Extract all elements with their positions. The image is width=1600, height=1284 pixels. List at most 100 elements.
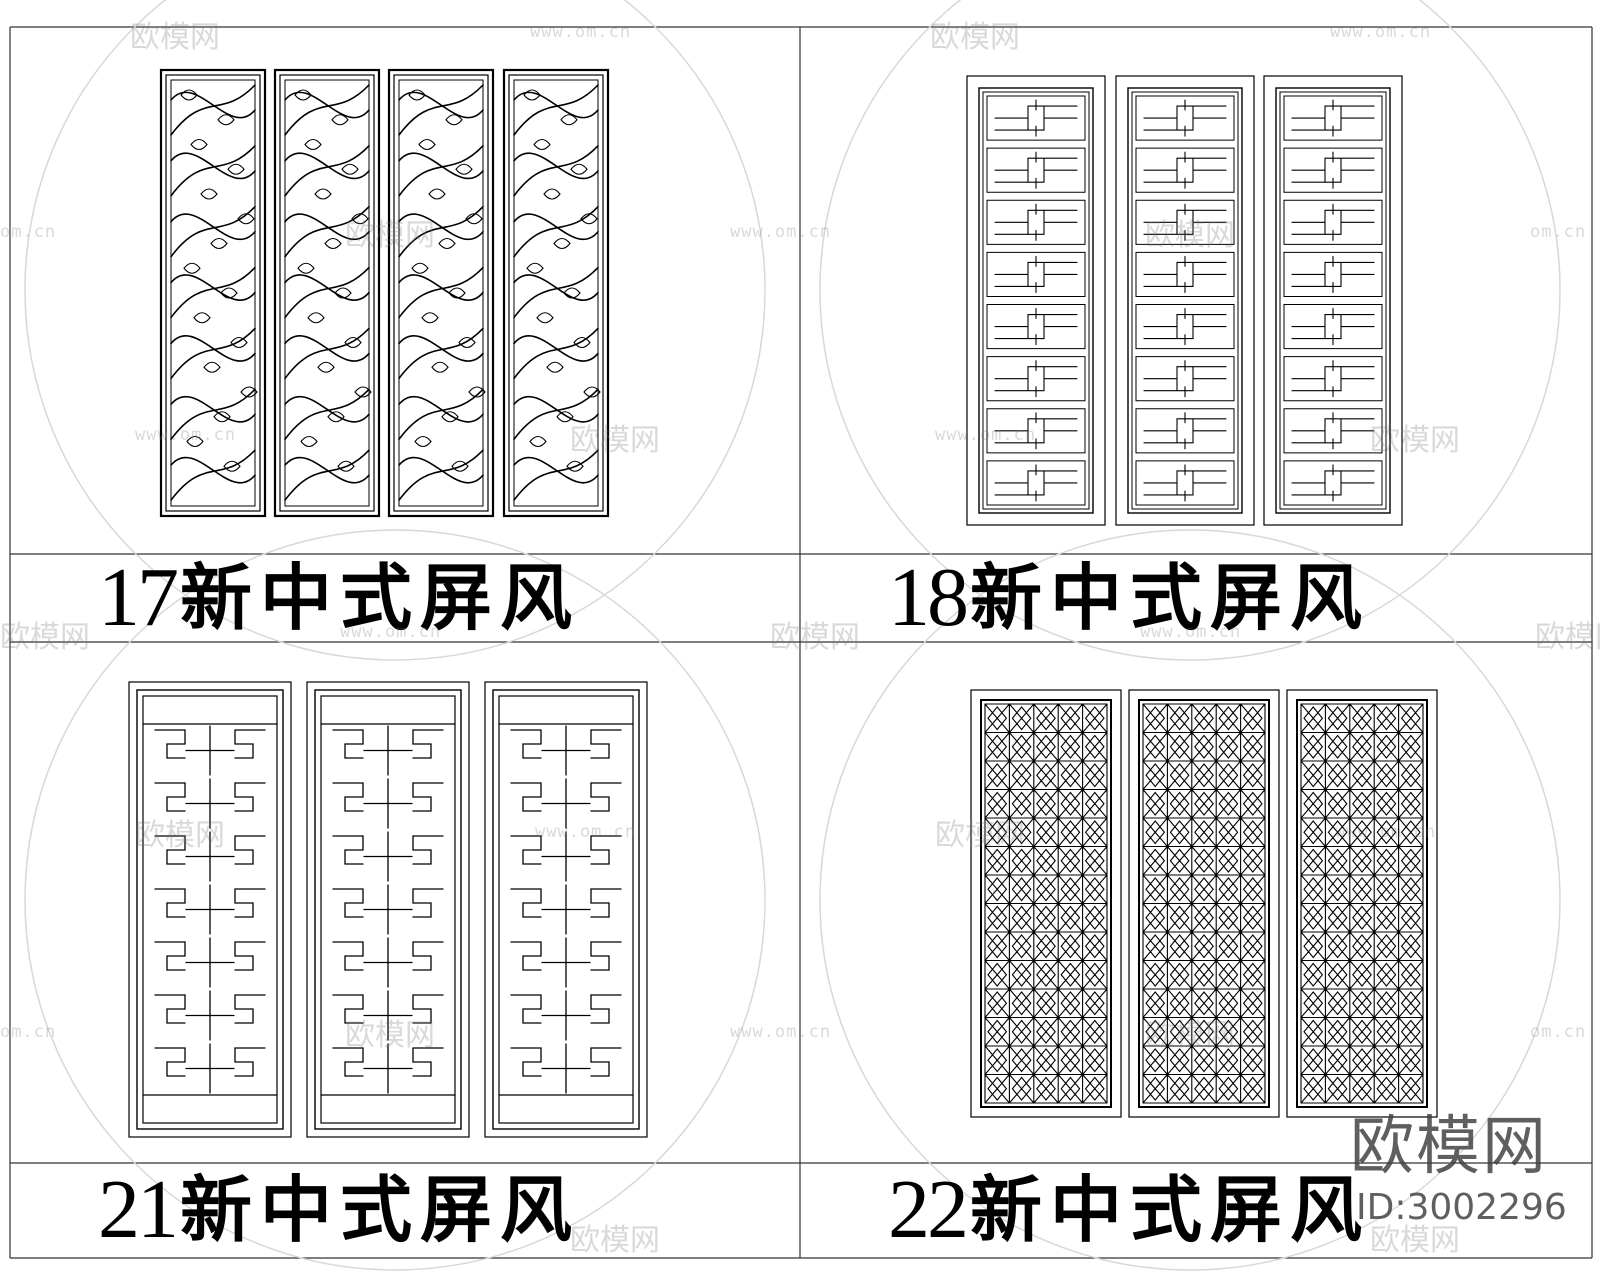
panel-field: [320, 695, 456, 1124]
fret-motif: [994, 203, 1078, 241]
panel-outer-frame: [1263, 75, 1403, 526]
fret-cell: [986, 147, 1086, 193]
fret-motif: [1291, 464, 1375, 502]
fret-motif: [1143, 307, 1227, 346]
panel-inner-frame: [279, 74, 375, 512]
fret-cell: [1283, 199, 1383, 245]
screen-22-panel: [1286, 689, 1438, 1118]
leaf-motifs: [523, 89, 601, 472]
panel-inner-frame: [492, 689, 640, 1130]
screen-18-panel: [1263, 75, 1403, 526]
panel-outer-frame: [966, 75, 1106, 526]
panel-outer-frame: [1115, 75, 1255, 526]
leaf-motifs: [408, 89, 486, 472]
fret-cell: [1135, 408, 1235, 454]
fret-motif: [1143, 360, 1227, 398]
panel-inner-frame: [136, 689, 284, 1130]
table-grid: [9, 26, 1593, 1259]
diagonal-lattice: [1142, 703, 1266, 1104]
fret-motif: [1291, 255, 1375, 294]
screen-17-panels: [159, 68, 610, 518]
fret-motif: [1143, 412, 1227, 450]
panel-outer-frame: [1128, 689, 1280, 1118]
lattice-motif: [498, 723, 634, 1096]
fret-cell: [1135, 95, 1235, 141]
panel-outer-frame: [502, 68, 610, 518]
panel-field: [982, 91, 1090, 510]
screen-22-panels: [970, 689, 1438, 1118]
caption-22-number: 22: [888, 1163, 969, 1256]
screen-17-panel: [387, 68, 495, 518]
caption-18-text: 新中式屏风: [970, 556, 1371, 640]
screen-21-panel: [306, 681, 470, 1138]
caption-17-number: 17: [98, 551, 179, 644]
caption-17: 17 新中式屏风: [98, 556, 580, 640]
screen-22-panel: [1128, 689, 1280, 1118]
brand-id: ID:3002296: [1356, 1187, 1567, 1228]
screen-18-panels: [966, 75, 1403, 526]
brand-logo-text: 欧模网: [1350, 1110, 1548, 1184]
caption-21-number: 21: [98, 1163, 179, 1256]
leaf-motifs: [180, 89, 258, 472]
diagonal-lattice: [984, 703, 1108, 1104]
fret-motif: [1291, 307, 1375, 346]
panel-inner-frame: [1138, 699, 1270, 1108]
fret-cell: [1135, 147, 1235, 193]
panel-field: [1279, 91, 1387, 510]
fret-motif: [994, 151, 1078, 189]
screen-21-panels: [128, 681, 648, 1138]
panel-inner-frame: [1275, 87, 1391, 514]
lattice-motif: [320, 723, 456, 1096]
fret-motif: [1143, 464, 1227, 502]
screen-18-panel: [966, 75, 1106, 526]
fret-cell: [1135, 251, 1235, 297]
panel-inner-frame: [1127, 87, 1243, 514]
fret-motif: [994, 307, 1078, 346]
vine-branches: [284, 84, 370, 501]
fret-cell: [1283, 304, 1383, 350]
fret-cell: [1283, 251, 1383, 297]
fret-motif: [994, 412, 1078, 450]
caption-21: 21 新中式屏风: [98, 1168, 580, 1252]
lattice-motif: [142, 723, 278, 1096]
caption-22-text: 新中式屏风: [970, 1168, 1371, 1252]
panel-inner-frame: [978, 87, 1094, 514]
diagonal-lattice: [1300, 703, 1424, 1104]
fret-cell: [1135, 460, 1235, 506]
panel-field: [1131, 91, 1239, 510]
panel-inner-frame: [1296, 699, 1428, 1108]
fret-cell: [986, 251, 1086, 297]
watermark-circles: [24, 0, 1561, 1271]
fret-cell: [1135, 199, 1235, 245]
panel-outer-frame: [970, 689, 1122, 1118]
fret-cell: [986, 95, 1086, 141]
fret-cell: [1135, 304, 1235, 350]
panel-outer-frame: [387, 68, 495, 518]
panel-field: [284, 79, 370, 507]
screen-17-panel: [159, 68, 267, 518]
fret-motif: [1143, 99, 1227, 137]
screen-21-panel: [128, 681, 292, 1138]
fret-cell: [986, 304, 1086, 350]
screen-21-panel: [484, 681, 648, 1138]
panel-outer-frame: [128, 681, 292, 1138]
fret-motif: [1291, 99, 1375, 137]
fret-motif: [1291, 151, 1375, 189]
panel-field: [513, 79, 599, 507]
caption-17-text: 新中式屏风: [180, 556, 581, 640]
fret-motif: [1143, 203, 1227, 241]
panel-field: [142, 695, 278, 1124]
fret-motif: [1143, 151, 1227, 189]
vine-branches: [170, 84, 256, 501]
panel-outer-frame: [1286, 689, 1438, 1118]
screen-17-panel: [502, 68, 610, 518]
fret-motif: [994, 99, 1078, 137]
panel-outer-frame: [159, 68, 267, 518]
fret-cell: [986, 199, 1086, 245]
panel-outer-frame: [273, 68, 381, 518]
panel-inner-frame: [508, 74, 604, 512]
caption-21-text: 新中式屏风: [180, 1168, 581, 1252]
caption-18-number: 18: [888, 551, 969, 644]
